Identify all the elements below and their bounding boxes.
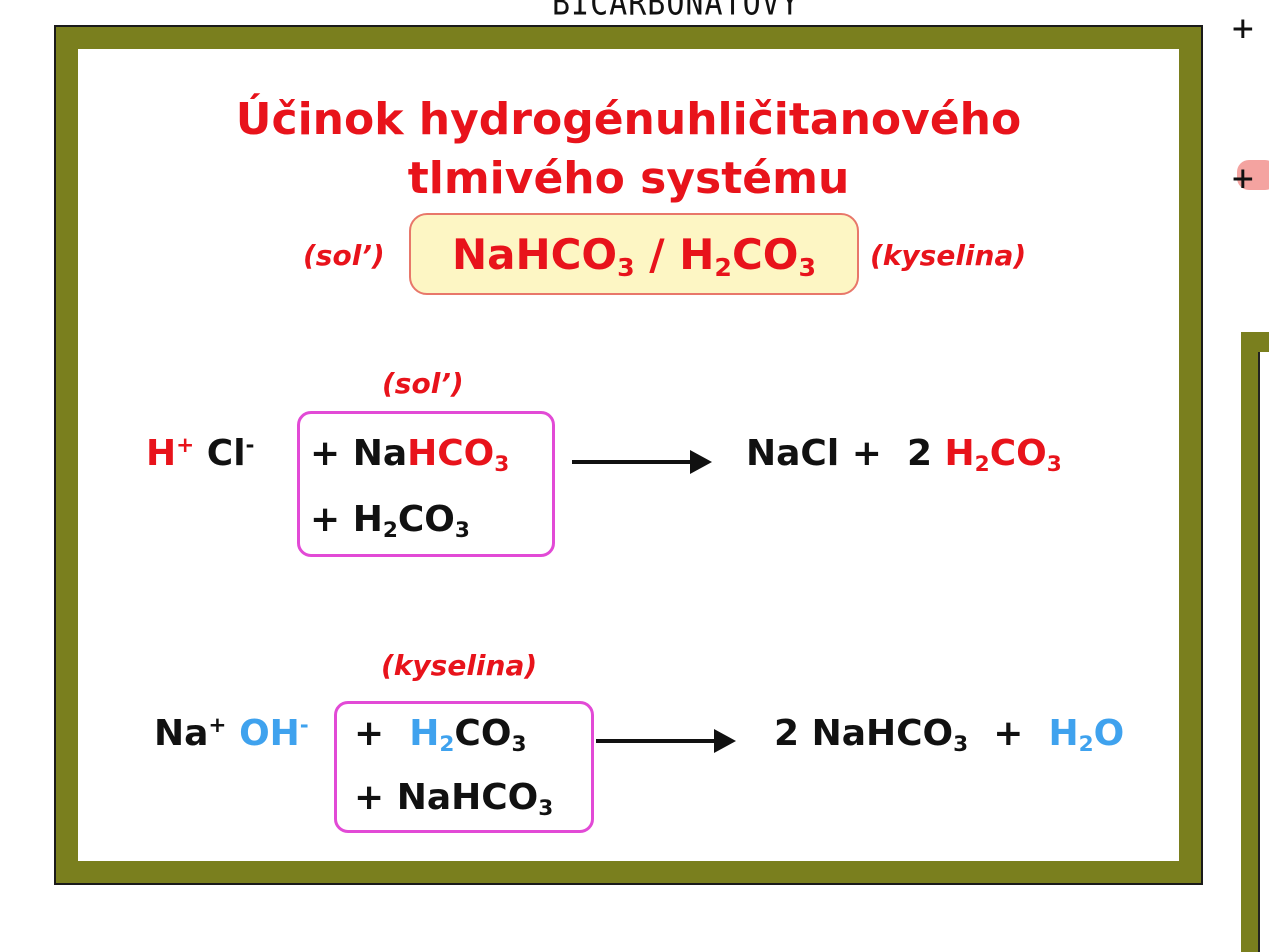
reaction-1-buffer-box xyxy=(297,411,555,557)
buffer-acid: H2CO3 xyxy=(679,229,817,282)
reaction-2-label: (kyselina) xyxy=(381,649,538,682)
slide-frame[interactable]: Účinok hydrogénuhličitanového tlmivého s… xyxy=(54,25,1203,885)
next-slide-inner xyxy=(1258,352,1269,952)
handwritten-plus: + xyxy=(1232,8,1254,49)
reaction-1-box-line-2: + H2CO3 xyxy=(310,499,470,544)
reaction-1-label: (sol’) xyxy=(382,367,464,400)
reaction-1-arrow xyxy=(572,450,712,474)
reaction-2-box-line-2: + NaHCO3 xyxy=(354,777,554,822)
buffer-formula-box: NaHCO3 / H2CO3 xyxy=(409,213,859,295)
handwritten-annotation: BICARBONATOVY xyxy=(552,0,800,24)
reaction-2-box-line-1: + H2CO3 xyxy=(354,713,527,758)
label-acid: (kyselina) xyxy=(870,239,1027,272)
reaction-2-buffer-box xyxy=(334,701,594,833)
label-salt: (sol’) xyxy=(303,239,385,272)
highlight-mark xyxy=(1237,160,1269,190)
reaction-1-box-line-1: + NaHCO3 xyxy=(310,433,510,478)
reaction-1-products: NaCl + 2 H2CO3 xyxy=(746,433,1062,478)
reaction-2-arrow xyxy=(596,729,736,753)
reaction-2-reactants: Na+ OH- xyxy=(154,713,309,754)
slide-title-line-1: Účinok hydrogénuhličitanového xyxy=(235,94,1022,145)
slide-title-line-2: tlmivého systému xyxy=(407,153,850,204)
reaction-2-products: 2 NaHCO3 + H2O xyxy=(774,713,1125,758)
slide-content: Účinok hydrogénuhličitanového tlmivého s… xyxy=(78,49,1179,861)
handwritten-plus: + xyxy=(1232,158,1254,199)
buffer-salt: NaHCO3 xyxy=(451,229,635,282)
reaction-1-reactants: H+ Cl- xyxy=(146,433,255,474)
